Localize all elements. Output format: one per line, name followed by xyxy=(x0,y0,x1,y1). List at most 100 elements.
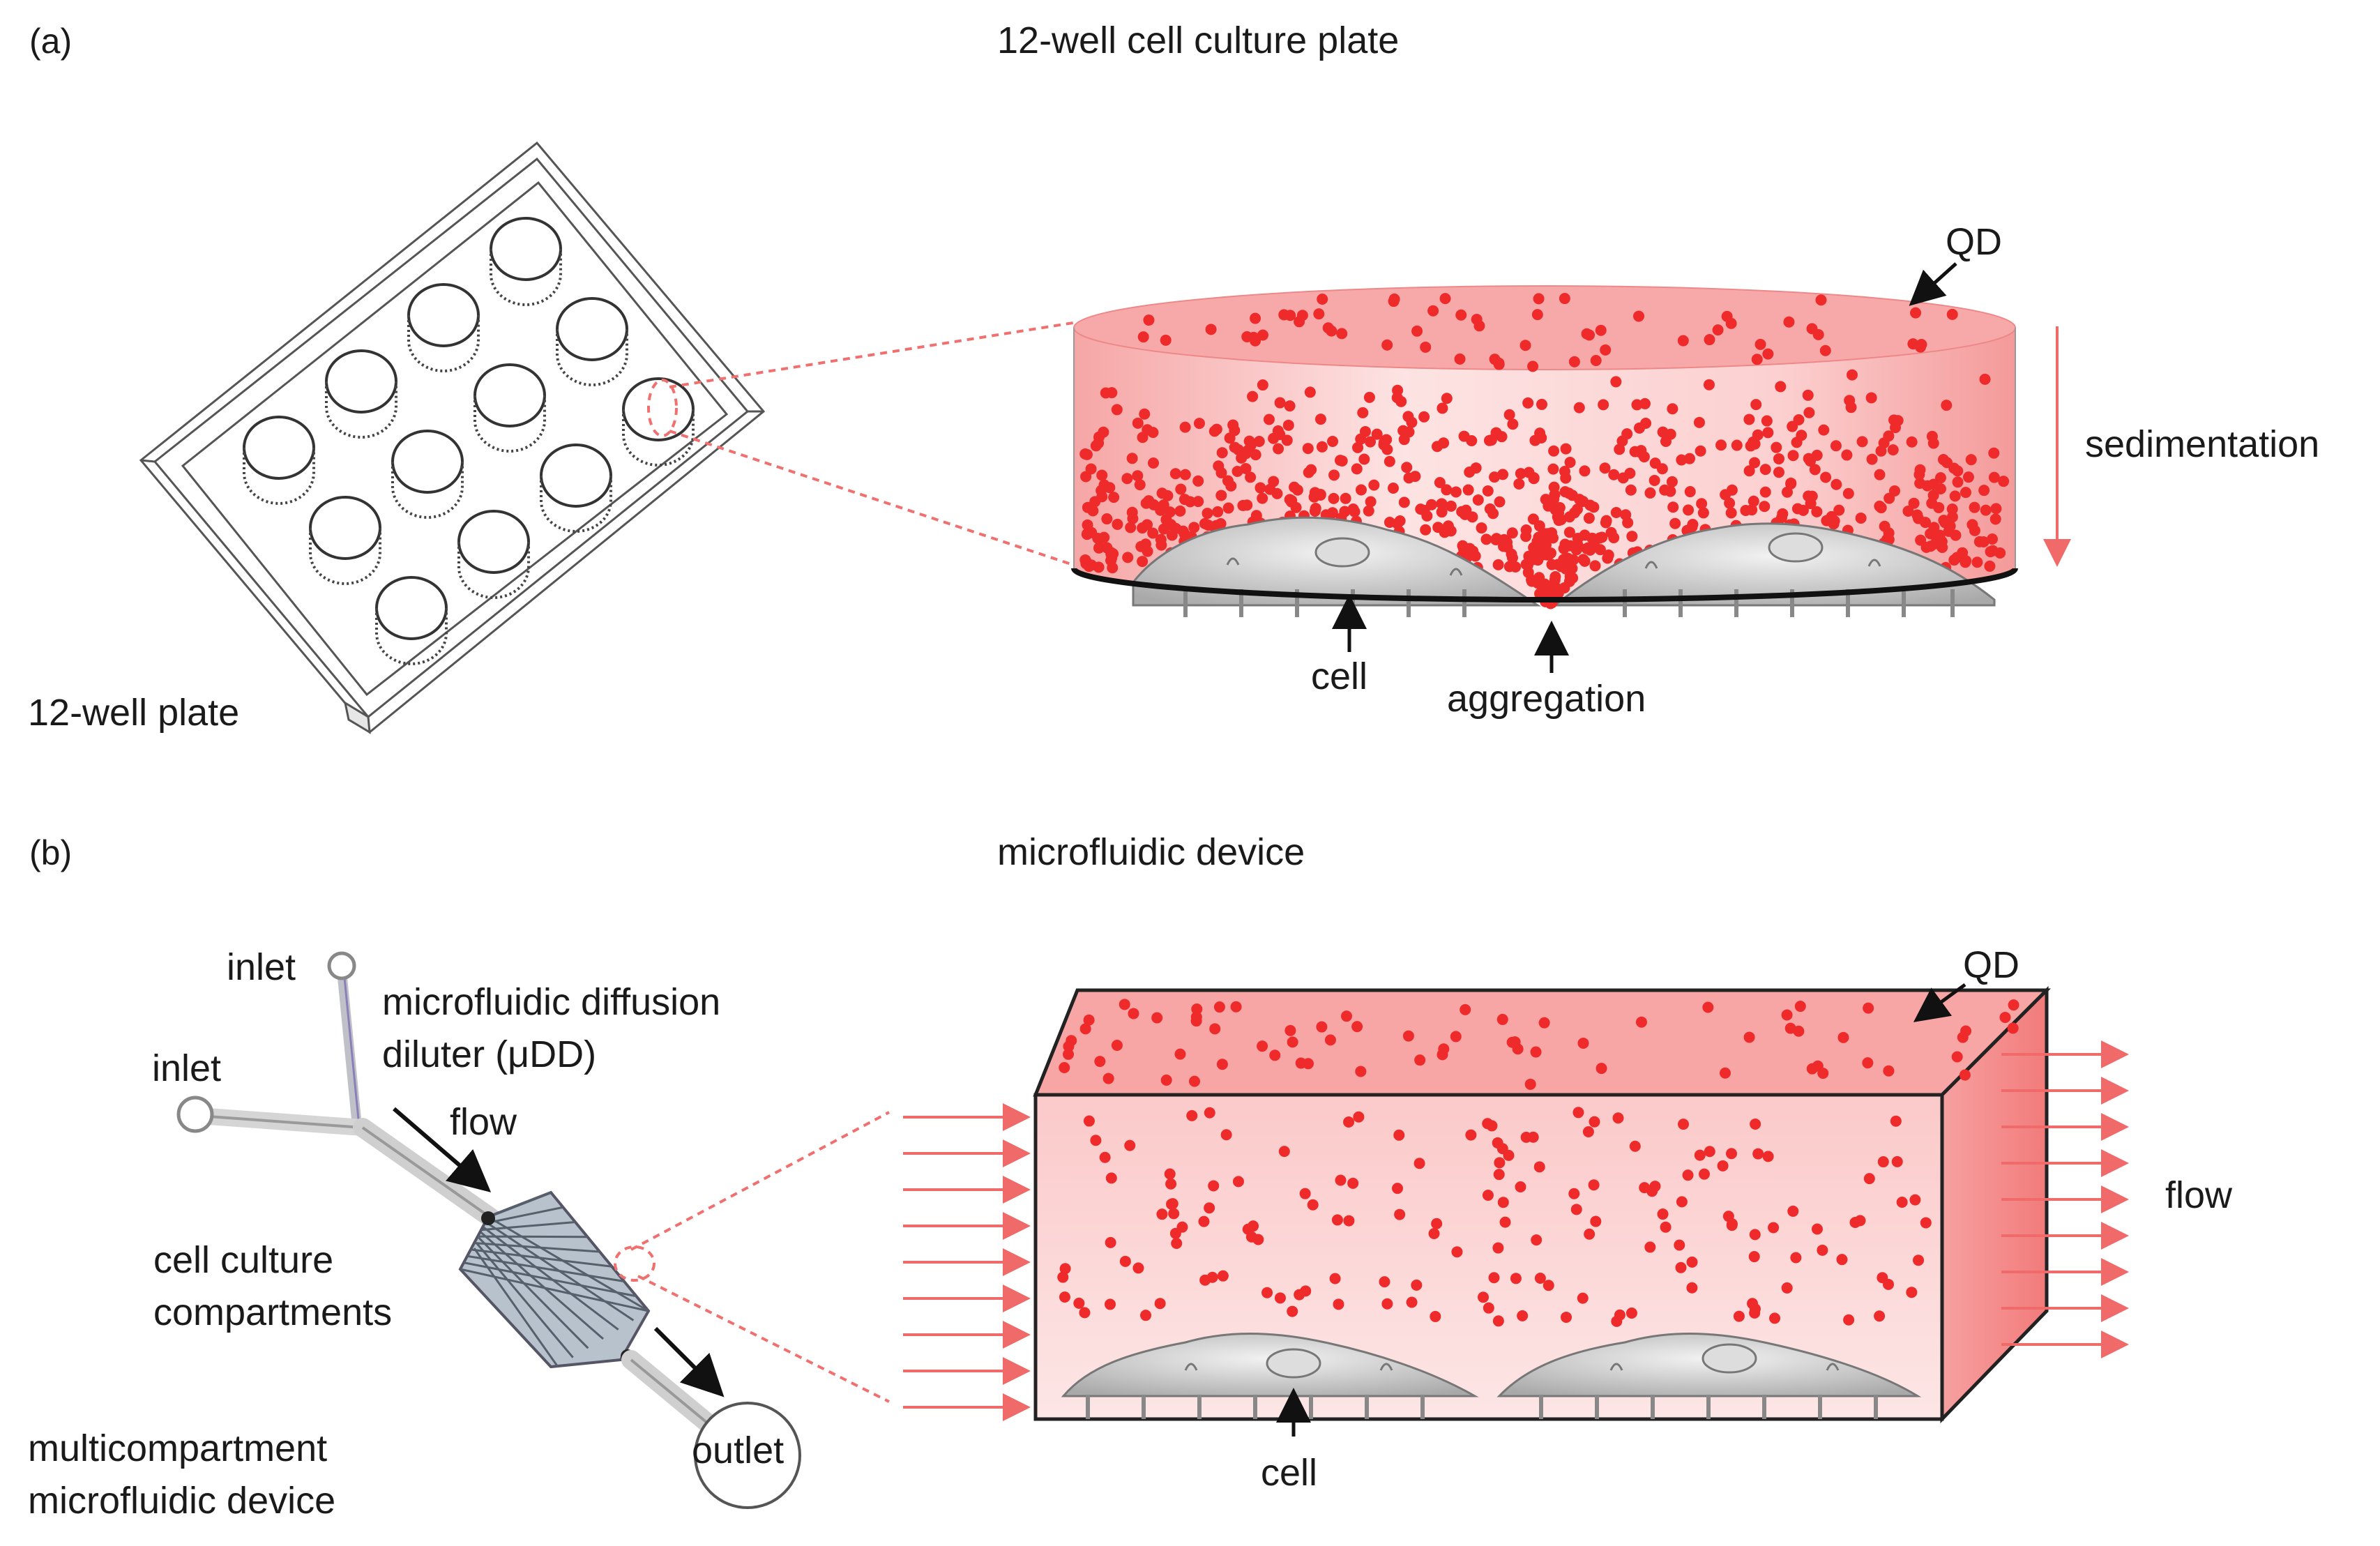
qd-particle xyxy=(1368,479,1380,491)
qd-particle xyxy=(1482,1190,1494,1202)
qd-particle xyxy=(1224,432,1236,444)
qd-particle xyxy=(1563,487,1575,499)
well xyxy=(325,349,397,414)
qd-particle xyxy=(1062,1048,1074,1060)
qd-particle xyxy=(1754,338,1766,350)
qd-particle xyxy=(1704,334,1715,346)
diluter-label-line2: diluter (μDD) xyxy=(382,1033,596,1075)
qd-particle xyxy=(1896,1197,1908,1208)
qd-particle xyxy=(1166,1198,1178,1210)
qd-particle xyxy=(1124,1139,1136,1151)
qd-particle xyxy=(1462,484,1474,496)
qd-particle xyxy=(1295,1057,1307,1069)
qd-particle xyxy=(1928,522,1940,533)
qd-particle xyxy=(1879,520,1890,532)
qd-particle xyxy=(1740,505,1752,517)
qd-particle xyxy=(1921,480,1933,492)
qd-particle xyxy=(1793,414,1805,425)
qd-particle xyxy=(1496,1013,1508,1025)
qd-particle xyxy=(1211,423,1222,435)
qd-particle xyxy=(1979,373,1991,385)
qd-particle xyxy=(1529,434,1541,446)
qd-particle xyxy=(1294,316,1305,328)
qd-particle xyxy=(1432,522,1444,533)
qd-particle xyxy=(1717,1160,1729,1172)
qd-particle xyxy=(1274,1292,1286,1304)
flow-arrows-in xyxy=(903,1103,1031,1421)
qd-particle xyxy=(1697,507,1709,519)
qd-particle xyxy=(1665,485,1676,497)
qd-particle xyxy=(1437,1049,1448,1061)
qd-particle xyxy=(1450,1031,1462,1043)
qd-particle xyxy=(1208,1180,1220,1192)
qd-particle xyxy=(1726,1220,1738,1232)
qd-particle xyxy=(1960,1025,1972,1037)
qd-particle xyxy=(1683,504,1695,516)
qd-particle xyxy=(1874,1310,1886,1322)
qd-particle xyxy=(1952,476,1964,488)
qd-particle xyxy=(1401,462,1413,473)
qd-particle xyxy=(1555,514,1567,526)
qd-particle xyxy=(1169,1227,1181,1239)
qd-particle xyxy=(1563,575,1575,587)
qd-particle xyxy=(1253,436,1265,448)
qd-particle xyxy=(1590,1215,1602,1227)
qd-particle xyxy=(1257,492,1268,504)
qd-particle xyxy=(1394,515,1406,526)
qd-particle xyxy=(1122,552,1134,563)
qd-particle xyxy=(1436,498,1448,510)
qd-particle xyxy=(1579,465,1591,477)
qd-particle xyxy=(1998,476,2010,487)
qd-particle xyxy=(1874,469,1886,480)
qd-particle xyxy=(1720,489,1731,501)
qd-particle xyxy=(1910,307,1922,319)
qd-particle xyxy=(1497,1197,1509,1208)
qd-particle xyxy=(1081,448,1093,460)
qd-particle xyxy=(1188,1075,1200,1087)
qd-particle xyxy=(1635,1016,1647,1028)
well xyxy=(540,444,612,508)
qd-particle xyxy=(1456,506,1468,517)
qd-particle xyxy=(1059,1062,1070,1074)
qd-particle xyxy=(1620,509,1632,521)
qd-particle xyxy=(1335,1174,1347,1186)
qd-particle xyxy=(1216,1059,1228,1070)
qd-particle xyxy=(1363,505,1374,517)
qd-particle xyxy=(1715,439,1727,451)
qd-particle xyxy=(1751,354,1763,365)
qd-particle xyxy=(1660,1221,1672,1233)
qd-particle xyxy=(1888,414,1900,426)
qd-particle xyxy=(1394,1208,1406,1220)
qd-particle xyxy=(1080,471,1092,483)
inlet-left-label: inlet xyxy=(152,1047,221,1089)
qd-particle xyxy=(1962,471,1974,483)
qd-particle xyxy=(1675,1261,1687,1273)
qd-particle xyxy=(1255,482,1266,494)
qd-particle xyxy=(1540,539,1552,551)
qd-particle xyxy=(1640,417,1652,429)
qd-particle xyxy=(1177,525,1189,537)
qd-particle xyxy=(1781,486,1793,498)
qd-particle xyxy=(1842,487,1854,499)
qd-particle xyxy=(1402,1030,1414,1042)
qd-particle xyxy=(1081,556,1093,568)
qd-particle xyxy=(1987,533,1999,545)
qd-particle xyxy=(1809,464,1821,476)
qd-particle xyxy=(1343,1215,1355,1227)
qd-particle xyxy=(1329,1273,1341,1284)
qd-particle xyxy=(1082,519,1093,531)
qd-particle xyxy=(1287,1305,1298,1317)
qd-particle xyxy=(1482,485,1494,497)
qd-particle xyxy=(1250,312,1261,324)
qd-particle xyxy=(1165,519,1177,531)
panel-b: (b) microfluidic device inlet xyxy=(28,831,2233,1522)
qd-particle xyxy=(1141,519,1153,531)
qd-particle xyxy=(1844,395,1856,407)
qd-particle xyxy=(1411,1279,1423,1291)
qd-particle xyxy=(1316,1021,1328,1033)
qd-aggregation xyxy=(1490,524,1608,609)
qd-particle xyxy=(1384,455,1395,467)
qd-particle xyxy=(1915,341,1927,353)
qd-particle xyxy=(1965,454,1977,466)
qd-particle xyxy=(1174,1048,1186,1060)
